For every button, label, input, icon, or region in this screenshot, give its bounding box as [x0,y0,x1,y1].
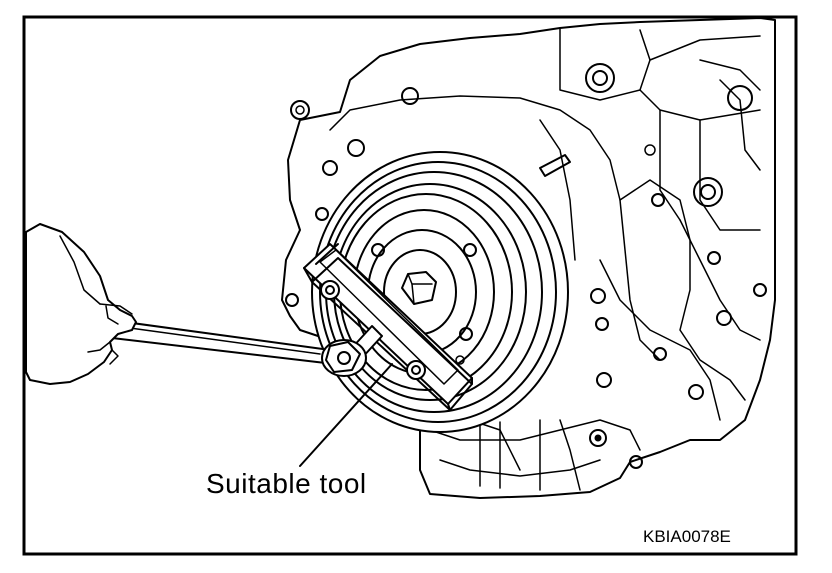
hand [25,223,137,385]
crankshaft-pulley [311,151,569,433]
engine-block [281,17,776,499]
figure-frame [22,15,798,556]
callout-label: Suitable tool [206,468,367,499]
figure-code: KBIA0078E [643,527,731,546]
callout-leader-line [299,363,393,467]
